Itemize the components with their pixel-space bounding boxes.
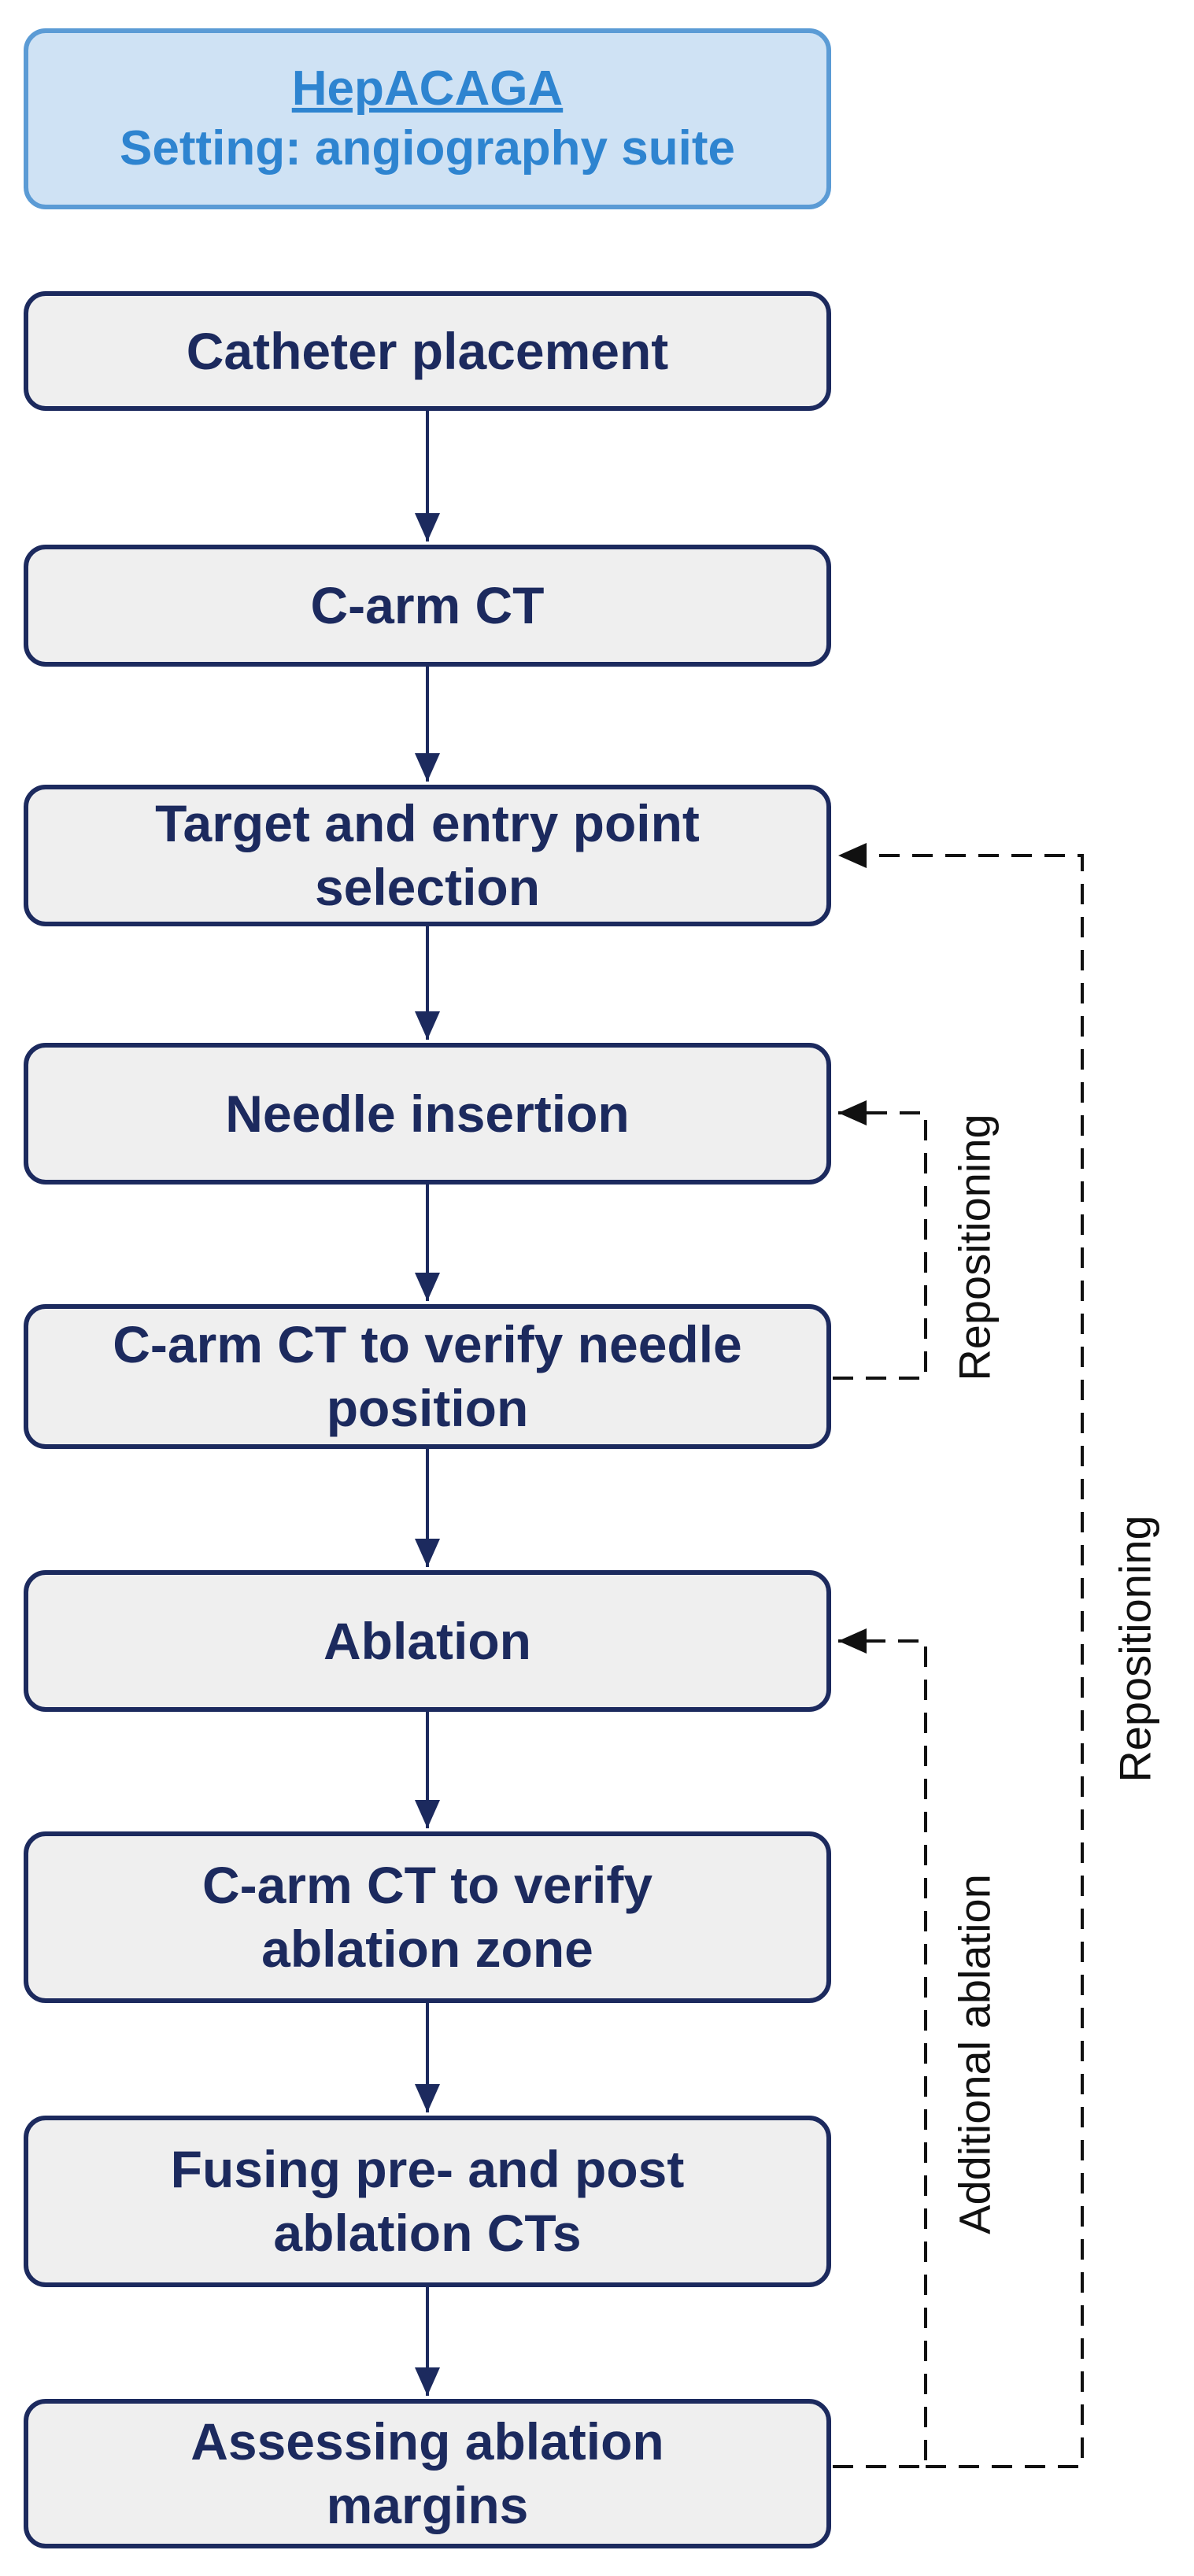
step-label: margins: [326, 2476, 529, 2534]
step-label: C-arm CT: [310, 576, 545, 635]
step-label: Assessing ablation: [190, 2412, 664, 2471]
header-box: HepACAGA Setting: angiography suite: [24, 28, 831, 209]
loop-target-repositioning: [838, 843, 1084, 2468]
loop-needle-repositioning: [833, 1100, 927, 1380]
step-label: Needle insertion: [225, 1084, 630, 1143]
label-target-repositioning: Repositioning: [1110, 1515, 1160, 1783]
loop-additional-ablation: [833, 1628, 927, 2468]
step-label: C-arm CT to verify: [201, 1856, 653, 1915]
step-needle-insertion: Needle insertion: [24, 1043, 831, 1185]
label-additional-ablation: Additional ablation: [949, 1874, 1000, 2234]
step-target-entry-selection: Target and entry point selection: [24, 785, 831, 926]
step-fusing-ablation-cts: Fusing pre- and post ablation CTs: [24, 2116, 831, 2287]
step-label: C-arm CT to verify needle: [113, 1315, 742, 1374]
step-ablation: Ablation: [24, 1570, 831, 1712]
step-label: ablation zone: [261, 1920, 593, 1978]
label-needle-repositioning: Repositioning: [949, 1114, 1000, 1381]
step-catheter-placement: Catheter placement: [24, 291, 831, 411]
step-verify-needle-position: C-arm CT to verify needle position: [24, 1304, 831, 1449]
step-label: Catheter placement: [186, 321, 669, 380]
step-label: selection: [314, 858, 541, 916]
header-title: HepACAGA: [291, 61, 564, 116]
step-assessing-ablation-margins: Assessing ablation margins: [24, 2399, 831, 2548]
header-setting: Setting: angiography suite: [120, 121, 735, 176]
step-label: Fusing pre- and post: [170, 2140, 685, 2199]
step-c-arm-ct: C-arm CT: [24, 545, 831, 667]
step-label: Target and entry point: [155, 794, 700, 853]
step-verify-ablation-zone: C-arm CT to verify ablation zone: [24, 1831, 831, 2003]
step-label: ablation CTs: [273, 2204, 582, 2262]
step-label: Ablation: [323, 1611, 531, 1670]
step-label: position: [326, 1379, 529, 1437]
